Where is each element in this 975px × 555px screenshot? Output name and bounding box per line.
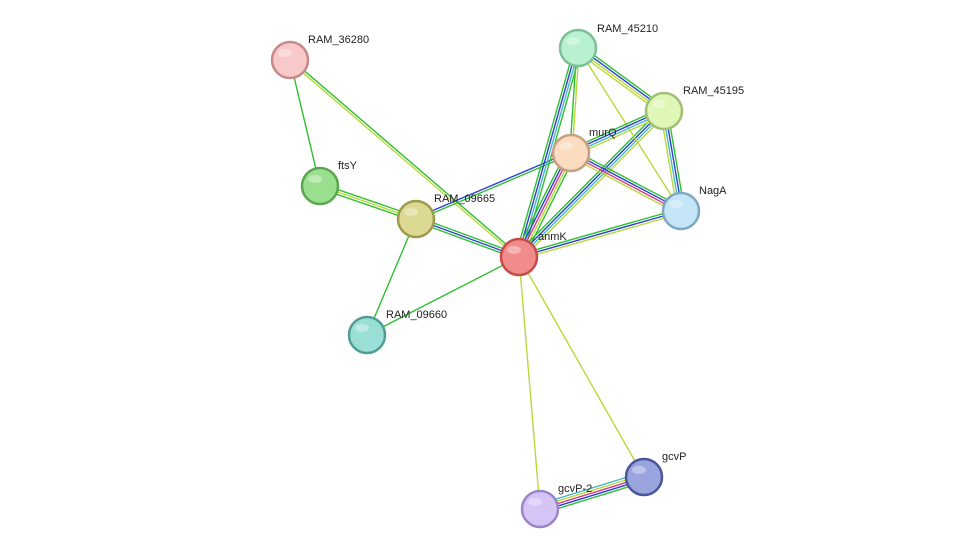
edge-line bbox=[516, 151, 570, 257]
edge-murQ-NagA bbox=[568, 149, 684, 215]
node-circle-RAM_45195[interactable] bbox=[644, 91, 684, 131]
node-circle-RAM_09660[interactable] bbox=[347, 315, 387, 355]
edge-line bbox=[517, 109, 664, 257]
edge-RAM_45210-NagA bbox=[577, 47, 682, 212]
edge-RAM_36280-anmK bbox=[288, 58, 521, 259]
edge-line bbox=[290, 58, 521, 257]
edge-line bbox=[518, 208, 681, 256]
edge-RAM_09665-RAM_09660 bbox=[366, 218, 417, 336]
node-circle-RAM_36280[interactable] bbox=[270, 40, 310, 80]
edge-line bbox=[366, 256, 520, 336]
node-gcvP[interactable]: gcvP bbox=[624, 451, 686, 497]
node-circle-gcvP-2[interactable] bbox=[520, 489, 560, 529]
node-circle-RAM_09665[interactable] bbox=[396, 199, 436, 239]
node-label-ftsY: ftsY bbox=[338, 160, 358, 172]
node-RAM_09660[interactable]: RAM_09660 bbox=[347, 309, 447, 355]
edge-RAM_36280-ftsY bbox=[289, 59, 321, 187]
node-highlight bbox=[566, 37, 580, 45]
edge-line bbox=[518, 210, 682, 258]
edge-line bbox=[568, 155, 680, 215]
edge-anmK-gcvP bbox=[518, 256, 645, 478]
edge-anmK-gcvP-2 bbox=[518, 256, 541, 510]
edge-line bbox=[515, 107, 662, 255]
node-highlight bbox=[669, 200, 683, 208]
edge-line bbox=[366, 218, 417, 336]
node-NagA[interactable]: NagA bbox=[661, 185, 727, 231]
node-label-RAM_09660: RAM_09660 bbox=[386, 309, 447, 321]
edge-line bbox=[519, 111, 666, 259]
node-highlight bbox=[404, 208, 418, 216]
edge-line bbox=[514, 150, 568, 256]
edge-line bbox=[572, 149, 684, 209]
node-circle-NagA[interactable] bbox=[661, 191, 701, 231]
node-highlight bbox=[355, 324, 369, 332]
node-RAM_45195[interactable]: RAM_45195 bbox=[644, 85, 744, 131]
node-highlight bbox=[652, 100, 666, 108]
edge-line bbox=[518, 152, 572, 258]
edge-anmK-NagA bbox=[518, 208, 682, 260]
node-label-anmK: anmK bbox=[538, 231, 567, 243]
edge-line bbox=[519, 212, 682, 260]
node-label-gcvP: gcvP bbox=[662, 451, 686, 463]
edge-line bbox=[288, 60, 519, 259]
node-highlight bbox=[507, 246, 521, 254]
edge-RAM_09660-anmK bbox=[366, 256, 520, 336]
node-anmK[interactable]: anmK bbox=[499, 231, 567, 277]
node-highlight bbox=[559, 142, 573, 150]
edge-anmK-RAM_45195 bbox=[515, 107, 668, 261]
edge-line bbox=[519, 48, 580, 258]
node-circle-RAM_45210[interactable] bbox=[558, 28, 598, 68]
edge-line bbox=[521, 113, 668, 261]
edge-line bbox=[571, 151, 682, 211]
node-label-RAM_36280: RAM_36280 bbox=[308, 34, 369, 46]
edge-line bbox=[518, 256, 541, 510]
node-RAM_36280[interactable]: RAM_36280 bbox=[270, 34, 369, 80]
edge-line bbox=[570, 153, 681, 213]
node-label-gcvP-2: gcvP-2 bbox=[558, 483, 592, 495]
edge-line bbox=[577, 47, 682, 212]
node-circle-gcvP[interactable] bbox=[624, 457, 664, 497]
edge-line bbox=[517, 47, 578, 257]
node-label-RAM_45195: RAM_45195 bbox=[683, 85, 744, 97]
edge-anmK-RAM_45210 bbox=[514, 46, 583, 259]
node-label-RAM_09665: RAM_09665 bbox=[434, 193, 495, 205]
node-highlight bbox=[528, 498, 542, 506]
node-circle-anmK[interactable] bbox=[499, 237, 539, 277]
node-label-NagA: NagA bbox=[699, 185, 727, 197]
edge-line bbox=[518, 256, 645, 478]
node-highlight bbox=[278, 49, 292, 57]
edge-line bbox=[289, 59, 321, 187]
node-RAM_09665[interactable]: RAM_09665 bbox=[396, 193, 495, 239]
node-label-murQ: murQ bbox=[589, 127, 617, 139]
edges-layer bbox=[288, 44, 686, 515]
node-highlight bbox=[308, 175, 322, 183]
node-highlight bbox=[632, 466, 646, 474]
node-gcvP-2[interactable]: gcvP-2 bbox=[520, 483, 592, 529]
node-ftsY[interactable]: ftsY bbox=[300, 160, 358, 206]
node-circle-ftsY[interactable] bbox=[300, 166, 340, 206]
node-RAM_45210[interactable]: RAM_45210 bbox=[558, 23, 658, 68]
node-label-RAM_45210: RAM_45210 bbox=[597, 23, 658, 35]
node-murQ[interactable]: murQ bbox=[551, 127, 617, 173]
node-circle-murQ[interactable] bbox=[551, 133, 591, 173]
edge-line bbox=[514, 46, 576, 257]
